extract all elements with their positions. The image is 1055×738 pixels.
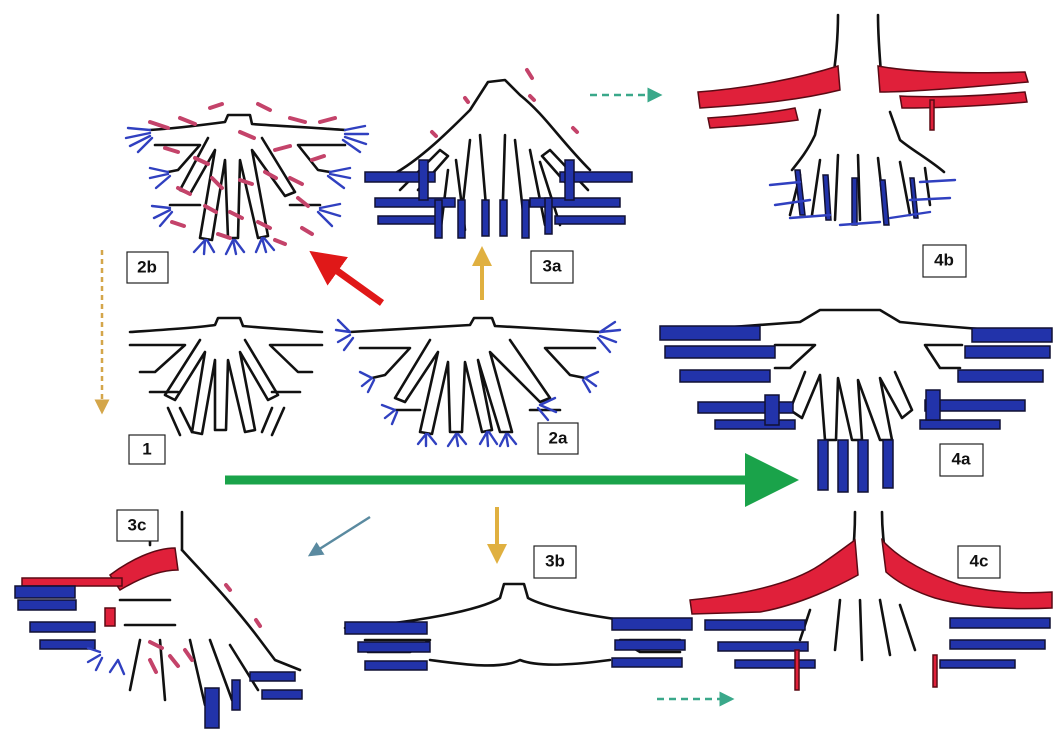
label-3a: 3a xyxy=(531,251,573,283)
label-1-text: 1 xyxy=(142,439,151,458)
stage-4b-figure xyxy=(698,15,1028,225)
label-3c: 3c xyxy=(117,510,158,541)
stage-1-figure xyxy=(130,318,322,435)
label-3b: 3b xyxy=(534,546,576,578)
label-2a: 2a xyxy=(538,423,578,454)
label-4c-text: 4c xyxy=(970,551,989,570)
label-2a-text: 2a xyxy=(549,428,568,447)
label-4c: 4c xyxy=(958,546,1000,578)
label-2b: 2b xyxy=(127,252,168,283)
arrow-2a-to-2b xyxy=(315,255,382,303)
label-4a: 4a xyxy=(940,444,983,476)
stage-3b-figure xyxy=(345,584,692,670)
label-3a-text: 3a xyxy=(543,256,562,275)
label-2b-text: 2b xyxy=(137,257,157,276)
label-4a-text: 4a xyxy=(952,449,971,468)
label-4b: 4b xyxy=(923,245,966,277)
stage-2b-figure xyxy=(126,104,368,254)
arrow-to-3c xyxy=(310,517,370,555)
label-4b-text: 4b xyxy=(934,250,954,269)
label-1: 1 xyxy=(129,435,165,464)
stage-4c-figure xyxy=(690,512,1052,690)
stage-4a-figure xyxy=(660,310,1052,492)
label-3b-text: 3b xyxy=(545,551,565,570)
stage-3c-figure xyxy=(15,512,302,728)
label-3c-text: 3c xyxy=(128,515,147,534)
